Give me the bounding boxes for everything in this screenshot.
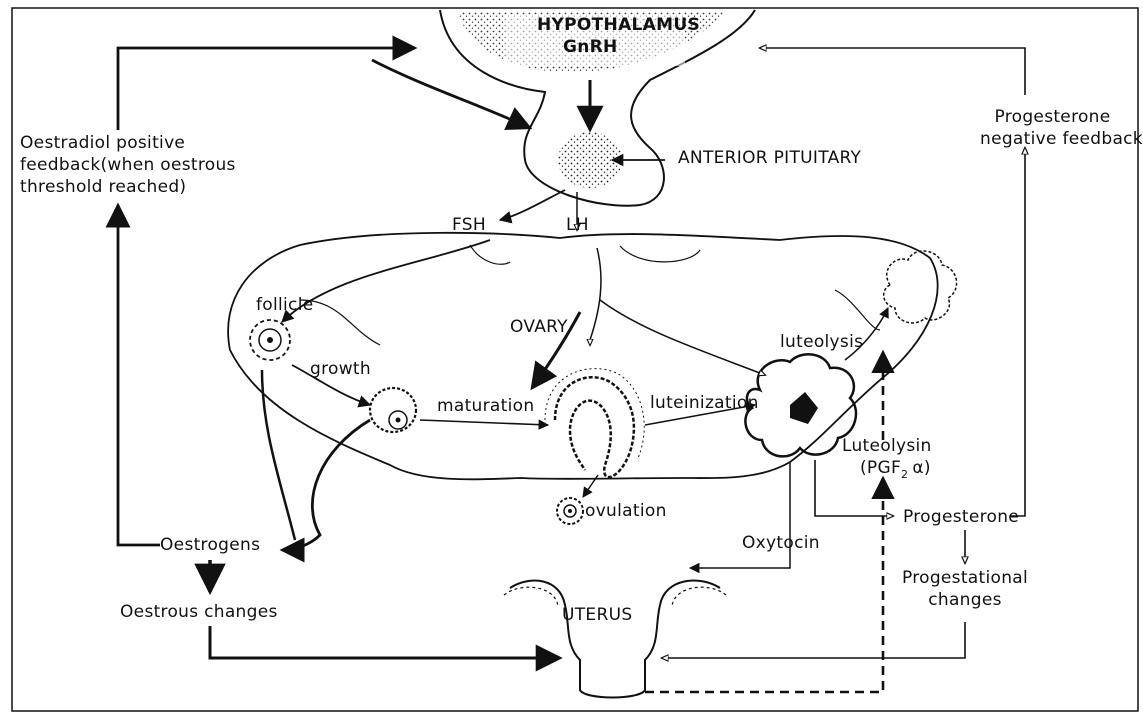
luteolysin-label: Luteolysin xyxy=(842,435,932,457)
progestational-label-line1: Progestational xyxy=(895,567,1035,589)
progesterone-feedback-label-line2: negative feedback xyxy=(980,128,1140,150)
oestradiol-label-line2: feedback(when oestrous xyxy=(20,154,236,176)
fsh-arrow xyxy=(500,190,565,220)
corpus-luteum-shape xyxy=(745,354,856,456)
progesterone-label: Progesterone xyxy=(903,506,1019,528)
anterior-pituitary-label: ANTERIOR PITUITARY xyxy=(678,147,861,169)
lh-label: LH xyxy=(566,214,589,236)
progesterone-negative-feedback-top xyxy=(760,48,1025,95)
ovary-label: OVARY xyxy=(510,316,568,338)
uterus-shape xyxy=(504,581,726,698)
progesterone-feedback-label-line1: Progesterone xyxy=(980,106,1125,128)
growing-follicle-shape xyxy=(370,388,416,432)
mature-follicle-shape xyxy=(545,369,644,478)
ovulation-label: ovulation xyxy=(585,500,667,522)
luteinization-label: luteinization xyxy=(650,392,759,414)
fsh-label: FSH xyxy=(452,214,486,236)
oestrous-changes-to-uterus-arrow xyxy=(210,626,560,658)
hypothalamus-label: HYPOTHALAMUS xyxy=(537,14,700,36)
progesterone-negative-feedback-path xyxy=(1010,148,1025,516)
oestradiol-feedback-top xyxy=(118,48,415,130)
follicle-label: follicle xyxy=(256,294,313,316)
lh-branch-stem xyxy=(590,248,601,345)
follicle-to-oestrogens-line xyxy=(262,370,295,540)
progestational-label-line2: changes xyxy=(895,589,1035,611)
growth-label: growth xyxy=(310,358,371,380)
lh-branch-right xyxy=(600,300,765,375)
growing-follicle-to-oestrogens-arrow xyxy=(282,420,370,550)
oestrous-changes-label: Oestrous changes xyxy=(120,601,278,623)
luteolysis-label: luteolysis xyxy=(780,331,863,353)
oestradiol-feedback-loop xyxy=(118,205,160,545)
ovary-outline xyxy=(228,233,938,479)
oestradiol-label-line1: Oestradiol positive xyxy=(20,132,185,154)
oestrogens-label: Oestrogens xyxy=(160,534,260,556)
corpus-albicans-shape xyxy=(884,251,957,323)
oxytocin-label: Oxytocin xyxy=(742,532,820,554)
progestational-to-uterus-arrow xyxy=(662,622,965,658)
maturation-label: maturation xyxy=(437,395,534,417)
gnrh-label: GnRH xyxy=(563,36,618,58)
ovum-shape xyxy=(557,498,583,524)
uterus-label: UTERUS xyxy=(562,604,632,626)
uterus-luteolysin-dashed-path xyxy=(645,478,883,692)
oestradiol-to-pituitary-arrow xyxy=(372,60,530,128)
maturation-line xyxy=(420,420,548,425)
follicle-shape xyxy=(250,320,290,360)
oestradiol-label-line3: threshold reached) xyxy=(20,176,186,198)
